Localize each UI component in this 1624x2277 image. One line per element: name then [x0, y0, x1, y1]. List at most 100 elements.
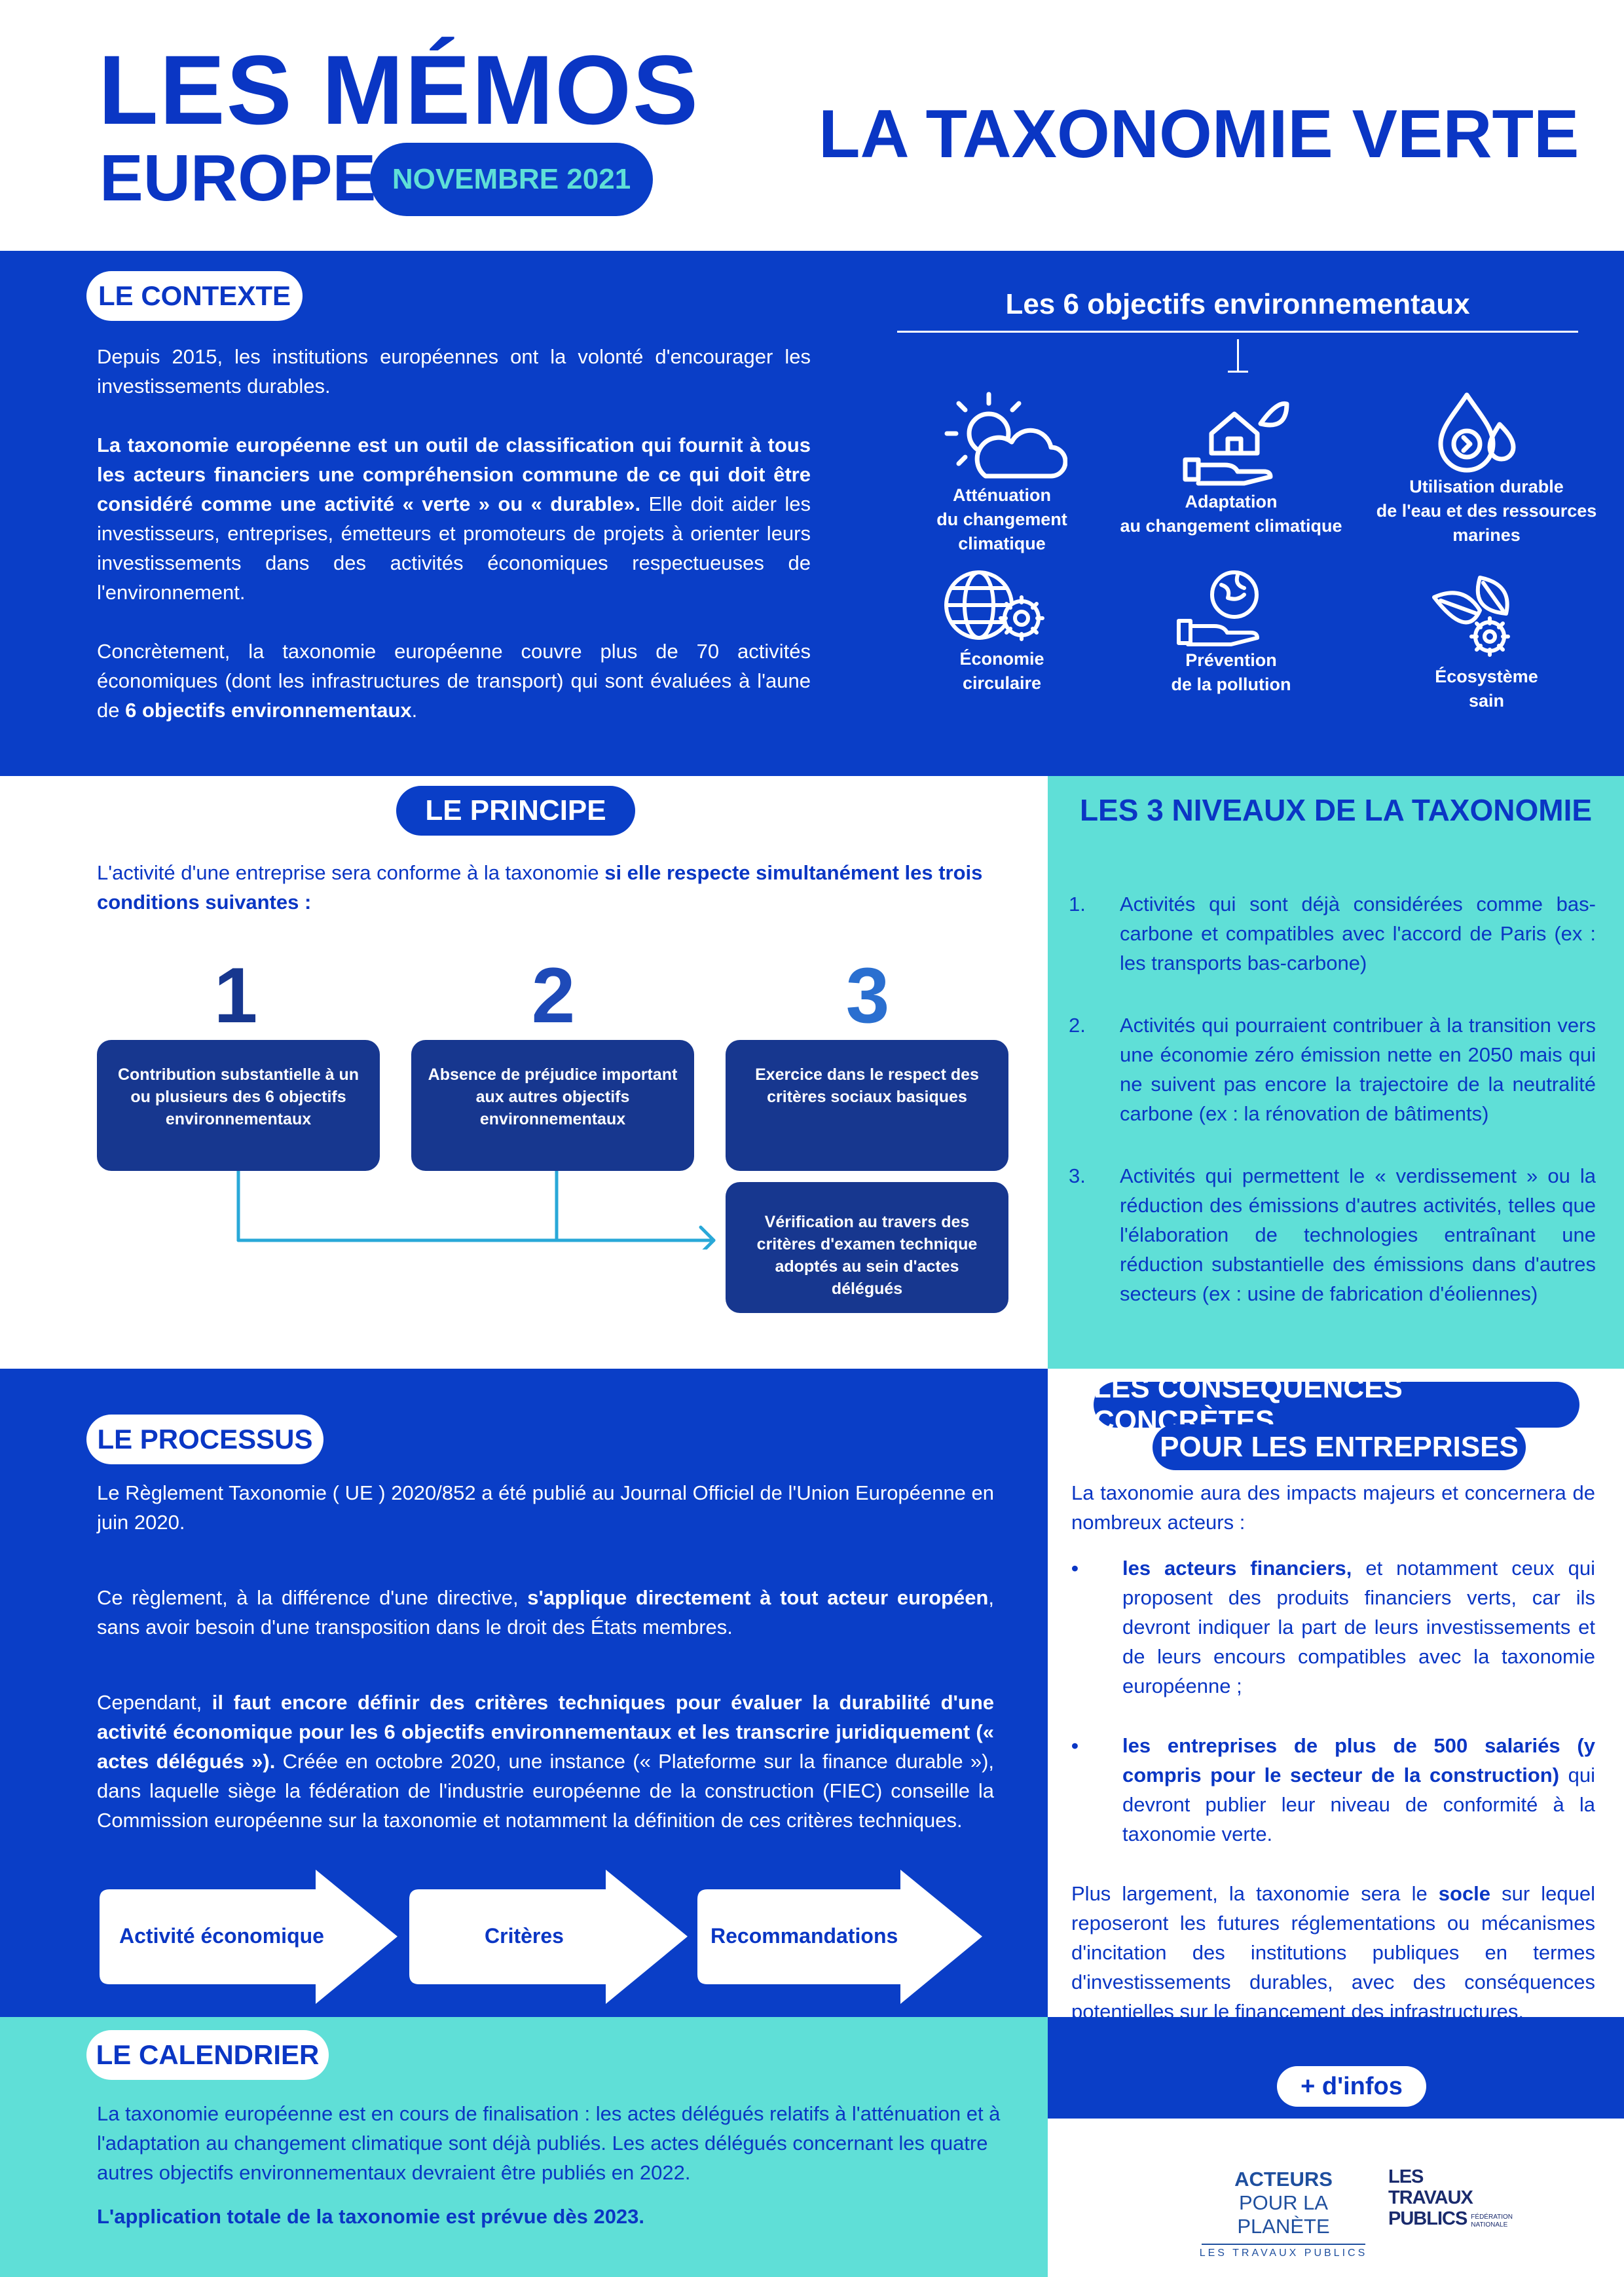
objectif-label-eau: Utilisation durable de l'eau et des ress…	[1362, 475, 1611, 547]
niveau-text: Activités qui sont déjà considérées comm…	[1120, 893, 1596, 974]
niveaux-section	[1048, 776, 1624, 1369]
logo-tp-sub1: FÉDÉRATION	[1471, 2213, 1513, 2221]
consequences-text: La taxonomie aura des impacts majeurs et…	[1071, 1478, 1595, 2026]
sun-cloud-icon	[936, 388, 1067, 486]
contexte-p3: Concrètement, la taxonomie européenne co…	[97, 637, 811, 725]
acteurs-planete-logo: ACTEURS POUR LA PLANÈTE LES TRAVAUX PUBL…	[1198, 2168, 1369, 2259]
consequence-bold: les entreprises de plus de 500 salariés …	[1122, 1734, 1595, 1786]
logo-tp-sub2: NATIONALE	[1471, 2221, 1508, 2229]
objectif-5-line1: Prévention	[1185, 650, 1277, 670]
contexte-p2: La taxonomie européenne est un outil de …	[97, 430, 811, 607]
logo-acteurs-line3: LES TRAVAUX PUBLICS	[1199, 2248, 1368, 2259]
logo-acteurs-line1: ACTEURS	[1234, 2168, 1333, 2191]
process-arrow-3	[697, 1870, 986, 2004]
objectifs-connector	[1237, 339, 1239, 372]
principe-verification: Vérification au travers des critères d'e…	[726, 1182, 1008, 1313]
niveau-number: 2.	[1069, 1014, 1086, 1037]
header: LES MÉMOS EUROPE NOVEMBRE 2021 LA TAXONO…	[0, 0, 1624, 249]
processus-p3-start: Cependant,	[97, 1691, 212, 1714]
objectif-label-pollution: Prévention de la pollution	[1100, 648, 1362, 697]
consequences-conclusion: Plus largement, la taxonomie sera le soc…	[1071, 1879, 1595, 2026]
principe-intro-bold: si elle respecte simultanément les trois…	[97, 861, 983, 914]
logo-acteurs-line2: POUR LA PLANÈTE	[1237, 2191, 1330, 2238]
water-drop-icon	[1428, 385, 1526, 483]
processus-p2-start: Ce règlement, à la différence d'une dire…	[97, 1586, 528, 1609]
contexte-p3-start: Concrètement, la taxonomie européenne co…	[97, 640, 811, 722]
objectifs-connector-foot	[1228, 371, 1248, 373]
process-arrow-3-label: Recommandations	[710, 1924, 898, 1948]
objectif-3-line3: marines	[1452, 525, 1521, 545]
calendrier-title: LE CALENDRIER	[86, 2030, 329, 2080]
objectif-3-line2: de l'eau et des ressources	[1376, 501, 1597, 521]
contexte-title: LE CONTEXTE	[86, 271, 303, 321]
consequence-text: les acteurs financiers, et notamment ceu…	[1122, 1553, 1595, 1701]
objectif-label-ecosysteme: Écosystème sain	[1362, 665, 1611, 713]
contexte-p1: Depuis 2015, les institutions européenne…	[97, 345, 811, 398]
principe-number-2: 2	[531, 952, 576, 1039]
processus-p3: Cependant, il faut encore définir des cr…	[97, 1688, 994, 1835]
principe-condition-2: Absence de préjudice important aux autre…	[411, 1040, 694, 1171]
objectif-label-adaptation: Adaptation au changement climatique	[1100, 490, 1362, 538]
principe-condition-3: Exercice dans le respect des critères so…	[726, 1040, 1008, 1171]
leaves-gear-icon	[1428, 571, 1526, 663]
objectif-label-economie-circulaire: Économie circulaire	[904, 647, 1100, 695]
processus-p3-end: Créée en octobre 2020, une instance (« P…	[97, 1750, 995, 1832]
conclusion-end: sur lequel reposeront les futures réglem…	[1071, 1882, 1595, 2023]
contexte-p3-end: .	[411, 699, 418, 722]
processus-p2: Ce règlement, à la différence d'une dire…	[97, 1583, 994, 1642]
objectif-6-line2: sain	[1468, 691, 1505, 711]
conclusion-start: Plus largement, la taxonomie sera le	[1071, 1882, 1439, 1905]
consequence-rest: qui devront publier leur niveau de confo…	[1122, 1764, 1595, 1845]
niveau-item: 3.Activités qui permettent le « verdisse…	[1069, 1161, 1596, 1308]
principe-intro: L'activité d'une entreprise sera conform…	[97, 858, 1001, 917]
consequences-title-line1: LES CONSÉQUENCES CONCRÈTES	[1094, 1372, 1579, 1437]
process-arrow-1	[100, 1870, 401, 2004]
objectif-1-line1: Atténuation	[953, 485, 1051, 505]
calendrier-p1: La taxonomie européenne est en cours de …	[97, 2102, 1001, 2184]
contexte-p2-bold: La taxonomie européenne est un outil de …	[97, 434, 811, 515]
consequence-item: • les acteurs financiers, et notamment ce…	[1071, 1553, 1595, 1701]
bullet: •	[1071, 1557, 1079, 1580]
globe-gear-icon	[940, 565, 1051, 650]
objectif-6-line1: Écosystème	[1435, 667, 1538, 686]
processus-p2-bold: s'applique directement à tout acteur eur…	[527, 1586, 989, 1609]
process-arrow-2	[409, 1870, 691, 2004]
consequence-bold: les acteurs financiers,	[1122, 1557, 1352, 1580]
processus-title: LE PROCESSUS	[86, 1415, 323, 1464]
consequence-item: • les entreprises de plus de 500 salariés…	[1071, 1731, 1595, 1849]
consequences-title-line2: POUR LES ENTREPRISES	[1153, 1424, 1526, 1470]
objectif-4-line2: circulaire	[962, 673, 1042, 693]
processus-p1: Le Règlement Taxonomie ( UE ) 2020/852 a…	[97, 1481, 994, 1534]
niveaux-title: LES 3 NIVEAUX DE LA TAXONOMIE	[1079, 793, 1593, 827]
consequences-bullets: • les acteurs financiers, et notamment ce…	[1071, 1553, 1595, 1849]
principe-condition-1: Contribution substantielle à un ou plusi…	[97, 1040, 380, 1171]
niveau-number: 1.	[1069, 893, 1086, 916]
contexte-section	[0, 251, 1624, 776]
objectifs-title: Les 6 objectifs environnementaux	[1005, 288, 1470, 320]
objectif-5-line2: de la pollution	[1171, 675, 1291, 694]
process-arrow-2-label: Critères	[485, 1924, 564, 1948]
memo-title-line2: EUROPE	[100, 141, 377, 215]
page-title: LA TAXONOMIE VERTE	[819, 96, 1579, 172]
logo-tp-line1: LES TRAVAUX	[1388, 2166, 1473, 2208]
logo-tp-sub: FÉDÉRATION NATIONALE	[1471, 2213, 1513, 2229]
bullet: •	[1071, 1734, 1079, 1757]
contexte-text: Depuis 2015, les institutions européenne…	[97, 342, 811, 725]
objectif-1-line3: climatique	[958, 534, 1046, 553]
calendrier-p2: L'application totale de la taxonomie est…	[97, 2205, 645, 2228]
house-hand-leaf-icon	[1179, 388, 1290, 486]
consequences-intro: La taxonomie aura des impacts majeurs et…	[1071, 1481, 1595, 1534]
principe-intro-start: L'activité d'une entreprise sera conform…	[97, 861, 605, 884]
objectif-2-line1: Adaptation	[1185, 492, 1278, 511]
consequence-text: les entreprises de plus de 500 salariés …	[1122, 1731, 1595, 1849]
infos-button[interactable]: + d'infos	[1277, 2066, 1426, 2107]
travaux-publics-logo: LES TRAVAUX PUBLICS FÉDÉRATION NATIONALE	[1388, 2166, 1513, 2229]
logo-tp-line2: PUBLICS	[1388, 2208, 1467, 2229]
niveau-number: 3.	[1069, 1164, 1086, 1187]
principe-connector	[232, 1171, 724, 1250]
processus-text: Le Règlement Taxonomie ( UE ) 2020/852 a…	[97, 1478, 994, 1835]
memo-title-line1: LES MÉMOS	[98, 35, 700, 145]
logo-acteurs-rule	[1202, 2244, 1365, 2245]
calendrier-text: La taxonomie européenne est en cours de …	[97, 2099, 1001, 2231]
niveaux-list: 1. Activités qui sont déjà considérées co…	[1069, 889, 1596, 1341]
